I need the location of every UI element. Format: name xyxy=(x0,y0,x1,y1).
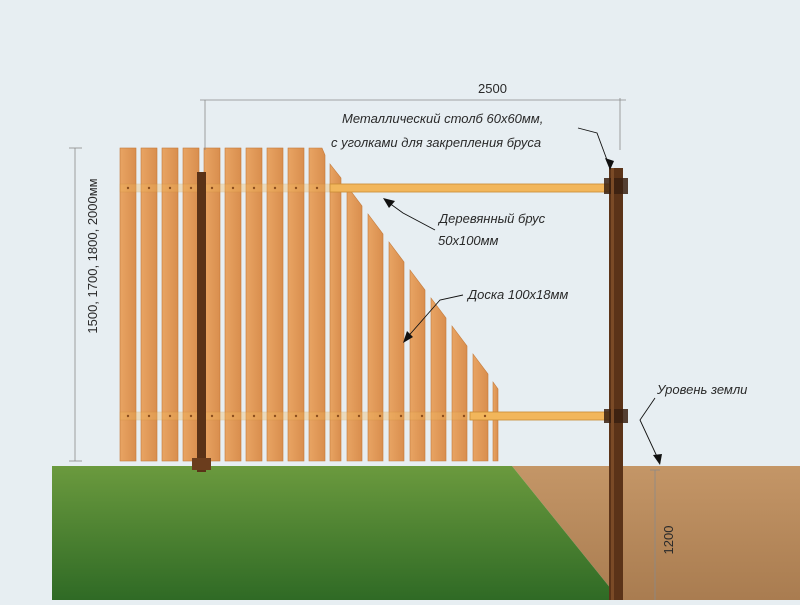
post-bracket xyxy=(604,178,628,194)
fence-board xyxy=(308,147,326,462)
bottom-beam xyxy=(469,411,621,421)
fence-board xyxy=(161,147,179,462)
fence-board xyxy=(329,163,342,462)
post-label-line1: Металлический столб 60х60мм, xyxy=(342,111,544,126)
depth-dimension-label: 1200 xyxy=(661,526,690,555)
width-dimension-label: 2500 xyxy=(478,81,507,96)
board-label: Доска 100х18мм xyxy=(468,287,569,302)
fence-board xyxy=(140,147,158,462)
fence-board xyxy=(451,325,468,462)
fence-boards xyxy=(119,147,499,462)
ground-level-label: Уровень земли xyxy=(657,382,748,397)
fence-board xyxy=(388,241,405,462)
fence-board xyxy=(245,147,263,462)
dimension-lines xyxy=(69,98,660,600)
beam-label-line1: Деревянный брус xyxy=(439,211,546,226)
post-bracket xyxy=(604,409,628,423)
post-label-line2: с уголками для закрепления бруса xyxy=(331,135,542,150)
beam-nails xyxy=(126,186,487,418)
right-post-highlight xyxy=(611,168,614,600)
top-beam xyxy=(329,183,621,193)
left-post xyxy=(197,172,206,472)
fence-board xyxy=(409,269,426,462)
fence-board xyxy=(224,147,242,462)
fence-board xyxy=(430,297,447,462)
fence-board xyxy=(492,381,499,462)
fence-board xyxy=(346,185,363,462)
ground-soil xyxy=(512,466,800,600)
height-dimension-text: 1500, 1700, 1800, 2000мм xyxy=(85,178,100,334)
ground-grass xyxy=(52,466,620,600)
fence-board xyxy=(367,213,384,462)
depth-dimension-text: 1200 xyxy=(661,525,676,555)
fence-board xyxy=(119,147,137,462)
height-dimension-label: 1500, 1700, 1800, 2000мм xyxy=(85,178,240,333)
left-post-base xyxy=(192,458,211,470)
fence-board xyxy=(287,147,305,462)
leader-arrows xyxy=(383,158,662,465)
fence-board xyxy=(266,147,284,462)
beam-label-line2: 50х100мм xyxy=(438,233,499,248)
fence-board xyxy=(472,353,489,462)
